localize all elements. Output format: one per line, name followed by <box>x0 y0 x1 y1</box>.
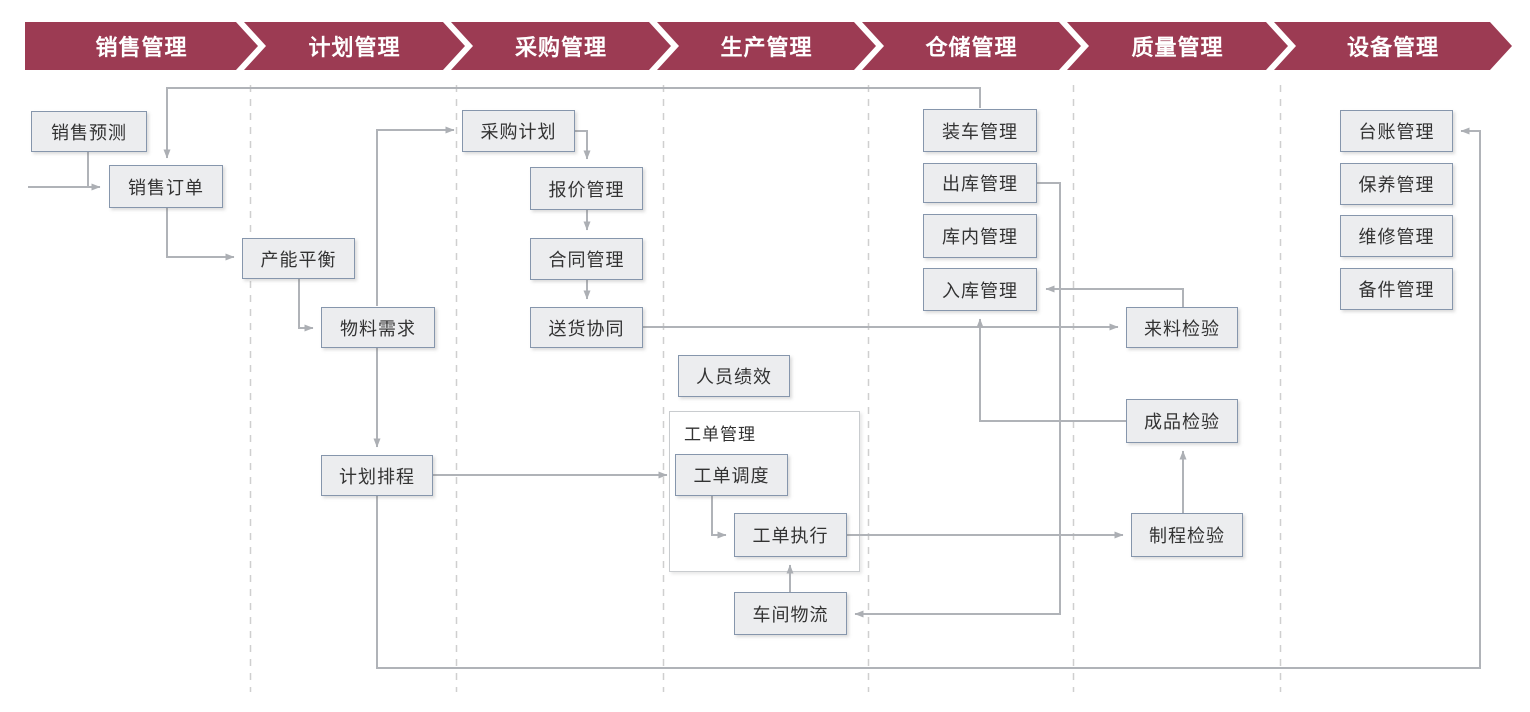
phase-label: 销售管理 <box>95 36 188 61</box>
phase-label: 设备管理 <box>1346 36 1439 61</box>
phase-chevron-purchasing: 采购管理 <box>451 22 671 70</box>
node-contract-mgmt: 合同管理 <box>530 238 643 280</box>
flow-connectors <box>28 87 1481 669</box>
phase-chevron-production: 生产管理 <box>657 22 876 70</box>
node-inwarehouse-mgmt: 库内管理 <box>923 214 1037 258</box>
edge-planschedule-ledger <box>376 127 1481 669</box>
phase-label: 质量管理 <box>1131 36 1224 61</box>
node-truck-loading: 装车管理 <box>923 109 1037 152</box>
node-shop-logistics: 车间物流 <box>734 592 847 635</box>
node-delivery-collab: 送货协同 <box>530 307 643 348</box>
phase-label: 仓储管理 <box>925 36 1018 61</box>
node-wo-execution: 工单执行 <box>734 513 847 557</box>
edge-dispatch-execution <box>711 496 727 539</box>
edge-purchaseplan-quotation <box>575 130 591 160</box>
node-purchase-plan: 采购计划 <box>462 110 575 152</box>
column-dividers <box>249 85 1282 692</box>
work-order-group-label: 工单管理 <box>684 425 756 445</box>
phase-label: 计划管理 <box>308 36 401 61</box>
node-maintenance-mgmt: 保养管理 <box>1340 163 1453 205</box>
node-plan-scheduling: 计划排程 <box>321 455 433 496</box>
phase-chevron-sales: 销售管理 <box>25 22 258 70</box>
node-process-inspect: 制程检验 <box>1131 513 1243 557</box>
edge-material-purchaseplan <box>376 126 455 306</box>
node-sales-order: 销售订单 <box>109 165 223 208</box>
phase-chevron-quality: 质量管理 <box>1067 22 1288 70</box>
node-material-demand: 物料需求 <box>321 307 435 348</box>
node-personnel-perf: 人员绩效 <box>678 355 790 397</box>
node-incoming-inspect: 来料检验 <box>1126 307 1238 348</box>
node-quotation-mgmt: 报价管理 <box>530 167 643 210</box>
node-ledger-mgmt: 台账管理 <box>1340 110 1453 152</box>
edge-capacity-material <box>298 279 314 332</box>
node-wo-dispatch: 工单调度 <box>675 454 788 496</box>
phase-label: 采购管理 <box>514 36 607 61</box>
node-inbound-mgmt: 入库管理 <box>923 268 1037 311</box>
edge-loading-salesorder <box>163 87 981 159</box>
phase-label: 生产管理 <box>720 36 813 61</box>
edge-finishedinspect-inbound <box>976 318 1126 422</box>
edge-outbound-logistics <box>854 182 1061 618</box>
node-spareparts-mgmt: 备件管理 <box>1340 268 1453 310</box>
node-outbound-mgmt: 出库管理 <box>923 163 1037 203</box>
edge-incominginspect-inbound <box>1045 285 1184 307</box>
phase-chevron-warehouse: 仓储管理 <box>862 22 1081 70</box>
edge-salesorder-capacity <box>166 208 235 261</box>
node-finished-inspect: 成品检验 <box>1126 399 1238 443</box>
phase-chevron-planning: 计划管理 <box>244 22 465 70</box>
phase-chevron-equipment: 设备管理 <box>1274 22 1512 70</box>
node-sales-forecast: 销售预测 <box>31 111 147 152</box>
node-capacity-balance: 产能平衡 <box>242 238 355 279</box>
node-repair-mgmt: 维修管理 <box>1340 215 1453 257</box>
